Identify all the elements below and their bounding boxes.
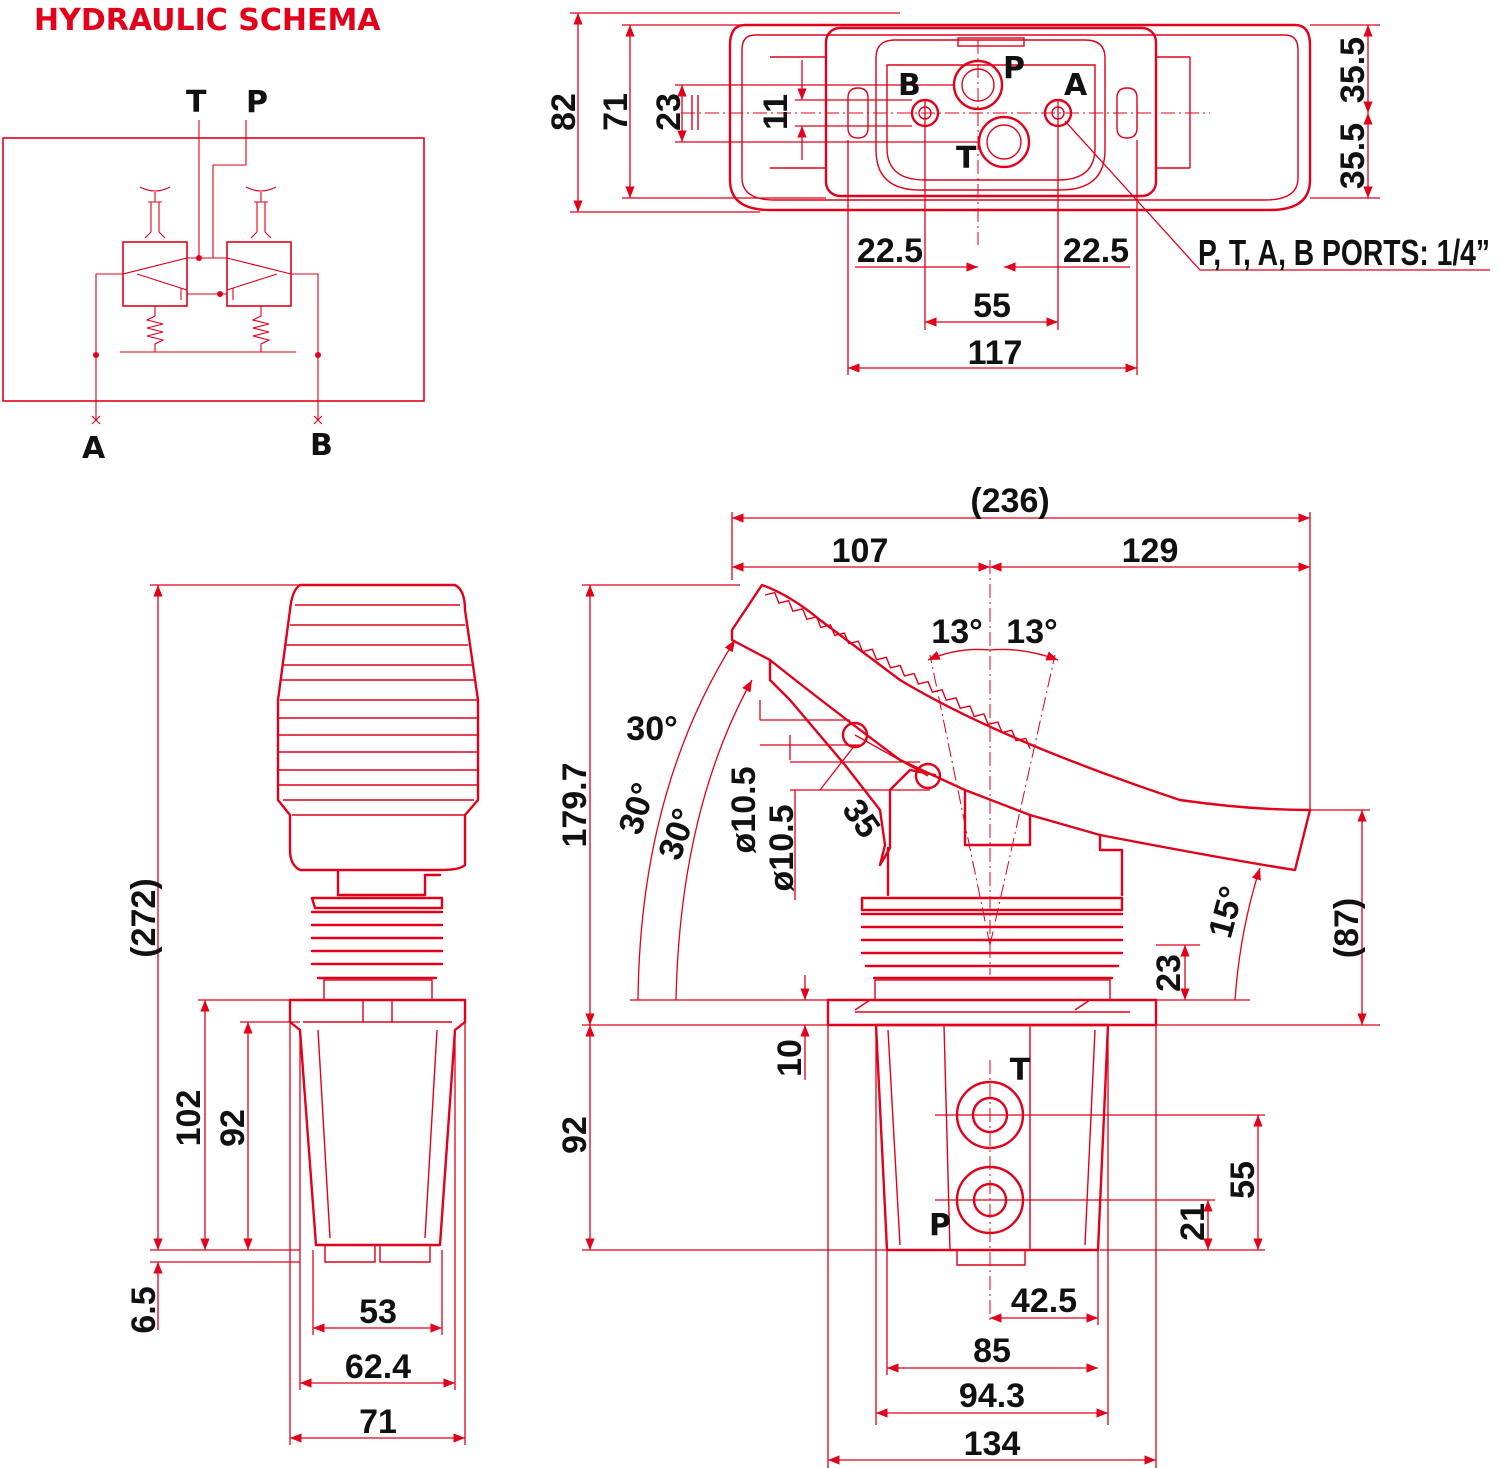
top-view: B P A T 82 71 23 11 35.5 35.5 22.5 22.5 …	[545, 12, 1490, 375]
dim-side-236: (236)	[970, 482, 1049, 520]
dim-side-85: 85	[973, 1332, 1011, 1370]
dim-side-94-3: 94.3	[959, 1377, 1025, 1415]
dim-front-71: 71	[359, 1403, 397, 1441]
dim-top-22-5-left: 22.5	[857, 232, 923, 270]
top-view-outline	[728, 23, 1312, 212]
dim-side-129: 129	[1122, 532, 1179, 570]
dim-side-35: 35	[835, 792, 888, 845]
ports-leader	[1064, 120, 1490, 271]
dim-side-179-7: 179.7	[556, 762, 594, 847]
schema-port-A: A	[82, 431, 106, 466]
top-view-base	[824, 26, 1158, 198]
side-label-T: T	[1010, 1053, 1031, 1088]
dim-top-55: 55	[973, 287, 1011, 325]
schema-frame	[2, 137, 425, 402]
top-label-B: B	[898, 68, 921, 103]
top-label-P: P	[1003, 51, 1025, 86]
dim-side-42-5: 42.5	[1011, 1282, 1077, 1320]
schema-valve-right	[226, 241, 292, 307]
dim-top-22-5-right: 22.5	[1063, 232, 1129, 270]
dim-front-62-4: 62.4	[345, 1348, 411, 1386]
dim-front-6-5: 6.5	[125, 1286, 163, 1333]
dim-top-11: 11	[757, 94, 795, 130]
dim-side-87: (87)	[1328, 898, 1366, 958]
dim-side-10: 10	[771, 1039, 809, 1077]
front-view: (272) 102 92 6.5 53 62.4 71	[125, 583, 480, 1445]
schema-port-B: B	[310, 428, 333, 463]
dim-top-117: 117	[968, 334, 1023, 372]
schema-title: HYDRAULIC SCHEMA	[34, 3, 381, 38]
schema-valve-left	[122, 241, 188, 307]
angle-side-13-left: 13°	[931, 613, 982, 651]
angle-side-13-right: 13°	[1006, 613, 1057, 651]
dim-side-d10-5-b: ø10.5	[763, 805, 801, 892]
side-view: (236) 107 129 13° 13° 30° 30° 30° 179.7 …	[556, 482, 1380, 1468]
side-label-P: P	[929, 1208, 951, 1243]
dim-side-134: 134	[964, 1425, 1021, 1463]
dim-top-35-5-upper: 35.5	[1334, 37, 1372, 103]
dim-side-21: 21	[1174, 1203, 1212, 1241]
top-label-A: A	[1064, 68, 1088, 103]
dim-side-d10-5-a: ø10.5	[725, 767, 763, 854]
dim-side-107: 107	[832, 532, 889, 570]
front-body	[288, 998, 467, 1247]
angle-side-30-b: 30°	[612, 778, 664, 839]
dim-side-23: 23	[1150, 954, 1188, 992]
dim-side-55: 55	[1224, 1161, 1262, 1199]
dim-front-102: 102	[170, 1090, 208, 1147]
ports-note: P, T, A, B PORTS: 1/4”	[1198, 232, 1490, 273]
dim-front-53: 53	[359, 1293, 397, 1331]
dim-front-272: (272)	[125, 878, 163, 957]
schema-port-T: T	[186, 85, 207, 120]
angle-side-30-c: 30°	[651, 804, 704, 865]
schema-port-P: P	[246, 85, 268, 120]
side-pedal	[730, 583, 1312, 872]
top-label-T: T	[956, 141, 977, 176]
angle-side-30-a: 30°	[626, 710, 677, 748]
dim-top-23: 23	[650, 93, 688, 131]
front-pedal	[276, 583, 480, 872]
dim-front-92: 92	[214, 1109, 252, 1147]
dim-top-35-5-lower: 35.5	[1334, 123, 1372, 189]
dim-top-82: 82	[545, 93, 583, 131]
dim-top-71: 71	[597, 93, 635, 131]
schema-line-P	[212, 120, 247, 258]
hydraulic-schema: HYDRAULIC SCHEMA T P A B	[2, 3, 425, 466]
dim-side-92: 92	[556, 1116, 594, 1154]
